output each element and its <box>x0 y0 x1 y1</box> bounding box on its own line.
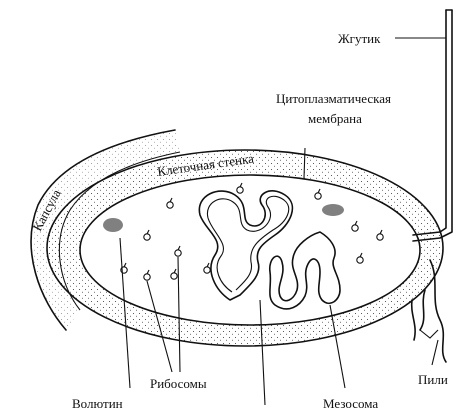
label-volutin: Волютин <box>72 396 123 411</box>
flagellum <box>412 9 447 236</box>
label-flagellum: Жгутик <box>338 31 381 46</box>
flagellum-inner <box>412 9 453 242</box>
label-ribosomes: Рибосомы <box>150 376 207 391</box>
ribosomes <box>120 182 384 281</box>
cytoplasmic-membrane <box>79 174 421 326</box>
label-cytoplasmic-membrane-2: мембрана <box>308 111 362 126</box>
pili-pointer <box>419 329 439 339</box>
nucleoid <box>198 190 294 301</box>
label-pili: Пили <box>418 372 448 387</box>
mesosome <box>269 231 341 310</box>
volutin-granules <box>103 204 344 232</box>
leader-lines <box>119 37 446 406</box>
label-cytoplasmic-membrane-1: Цитоплазматическая <box>276 91 391 106</box>
nucleoid-inner <box>206 195 290 293</box>
capsule-dots <box>31 130 180 330</box>
pili <box>410 259 447 363</box>
label-mesosome: Мезосома <box>323 396 378 411</box>
